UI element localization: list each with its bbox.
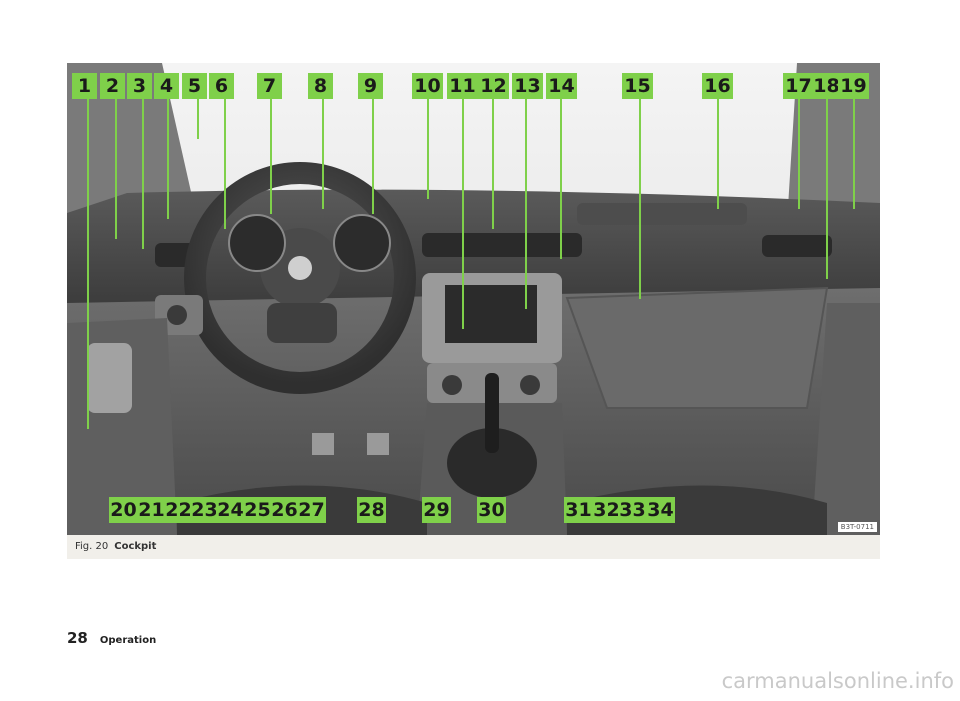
leader-line-13: [525, 99, 527, 309]
callout-badge-27: 27: [297, 497, 326, 523]
callout-badge-16: 16: [702, 73, 733, 99]
callout-badge-18: 18: [811, 73, 842, 99]
leader-line-7: [270, 99, 272, 214]
callout-badge-24: 24: [216, 497, 245, 523]
callout-badge-6: 6: [209, 73, 234, 99]
cockpit-illustration: [67, 63, 880, 535]
leader-line-19: [853, 99, 855, 209]
leader-line-5: [197, 99, 199, 139]
callout-badge-22: 22: [164, 497, 193, 523]
page-number: 28: [67, 629, 88, 647]
callout-badge-4: 4: [154, 73, 179, 99]
caption-prefix: Fig. 20: [75, 541, 109, 552]
leader-line-12: [492, 99, 494, 229]
page-footer: 28 Operation: [67, 629, 156, 647]
callout-badge-17: 17: [783, 73, 814, 99]
callout-badge-26: 26: [270, 497, 299, 523]
callout-badge-30: 30: [477, 497, 506, 523]
callout-badge-8: 8: [308, 73, 333, 99]
leader-line-14: [560, 99, 562, 259]
leader-line-18: [826, 99, 828, 279]
leader-line-16: [717, 99, 719, 209]
leader-line-8: [322, 99, 324, 209]
leader-line-1: [87, 99, 89, 429]
callout-badge-9: 9: [358, 73, 383, 99]
callout-badge-14: 14: [546, 73, 577, 99]
leader-line-17: [798, 99, 800, 209]
image-code: B3T-0711: [837, 522, 877, 532]
callout-badge-21: 21: [137, 497, 166, 523]
callout-badge-29: 29: [422, 497, 451, 523]
callout-badge-19: 19: [838, 73, 869, 99]
leader-line-9: [372, 99, 374, 214]
callout-badge-13: 13: [512, 73, 543, 99]
leader-line-15: [639, 99, 641, 299]
callout-badge-20: 20: [109, 497, 138, 523]
leader-line-4: [167, 99, 169, 219]
leader-line-2: [115, 99, 117, 239]
leader-line-10: [427, 99, 429, 199]
callout-badge-34: 34: [646, 497, 675, 523]
callout-badge-33: 33: [618, 497, 647, 523]
callout-badge-7: 7: [257, 73, 282, 99]
watermark: carmanualsonline.info: [721, 669, 954, 693]
callout-badge-31: 31: [564, 497, 593, 523]
figure-caption-bar: Fig. 20 Cockpit: [67, 535, 880, 559]
leader-line-6: [224, 99, 226, 229]
callout-badge-28: 28: [357, 497, 386, 523]
leader-line-3: [142, 99, 144, 249]
callout-badge-10: 10: [412, 73, 443, 99]
callout-badge-11: 11: [447, 73, 478, 99]
figure-caption: Fig. 20 Cockpit: [75, 541, 156, 552]
callout-badge-15: 15: [622, 73, 653, 99]
callout-badge-5: 5: [182, 73, 207, 99]
callout-badge-1: 1: [72, 73, 97, 99]
caption-title: Cockpit: [114, 541, 157, 552]
callout-badge-32: 32: [592, 497, 621, 523]
section-name: Operation: [99, 635, 157, 646]
callout-badge-3: 3: [127, 73, 152, 99]
callout-badge-2: 2: [100, 73, 125, 99]
callout-badge-23: 23: [190, 497, 219, 523]
leader-line-11: [462, 99, 464, 329]
callout-badge-12: 12: [478, 73, 509, 99]
callout-badge-25: 25: [243, 497, 272, 523]
